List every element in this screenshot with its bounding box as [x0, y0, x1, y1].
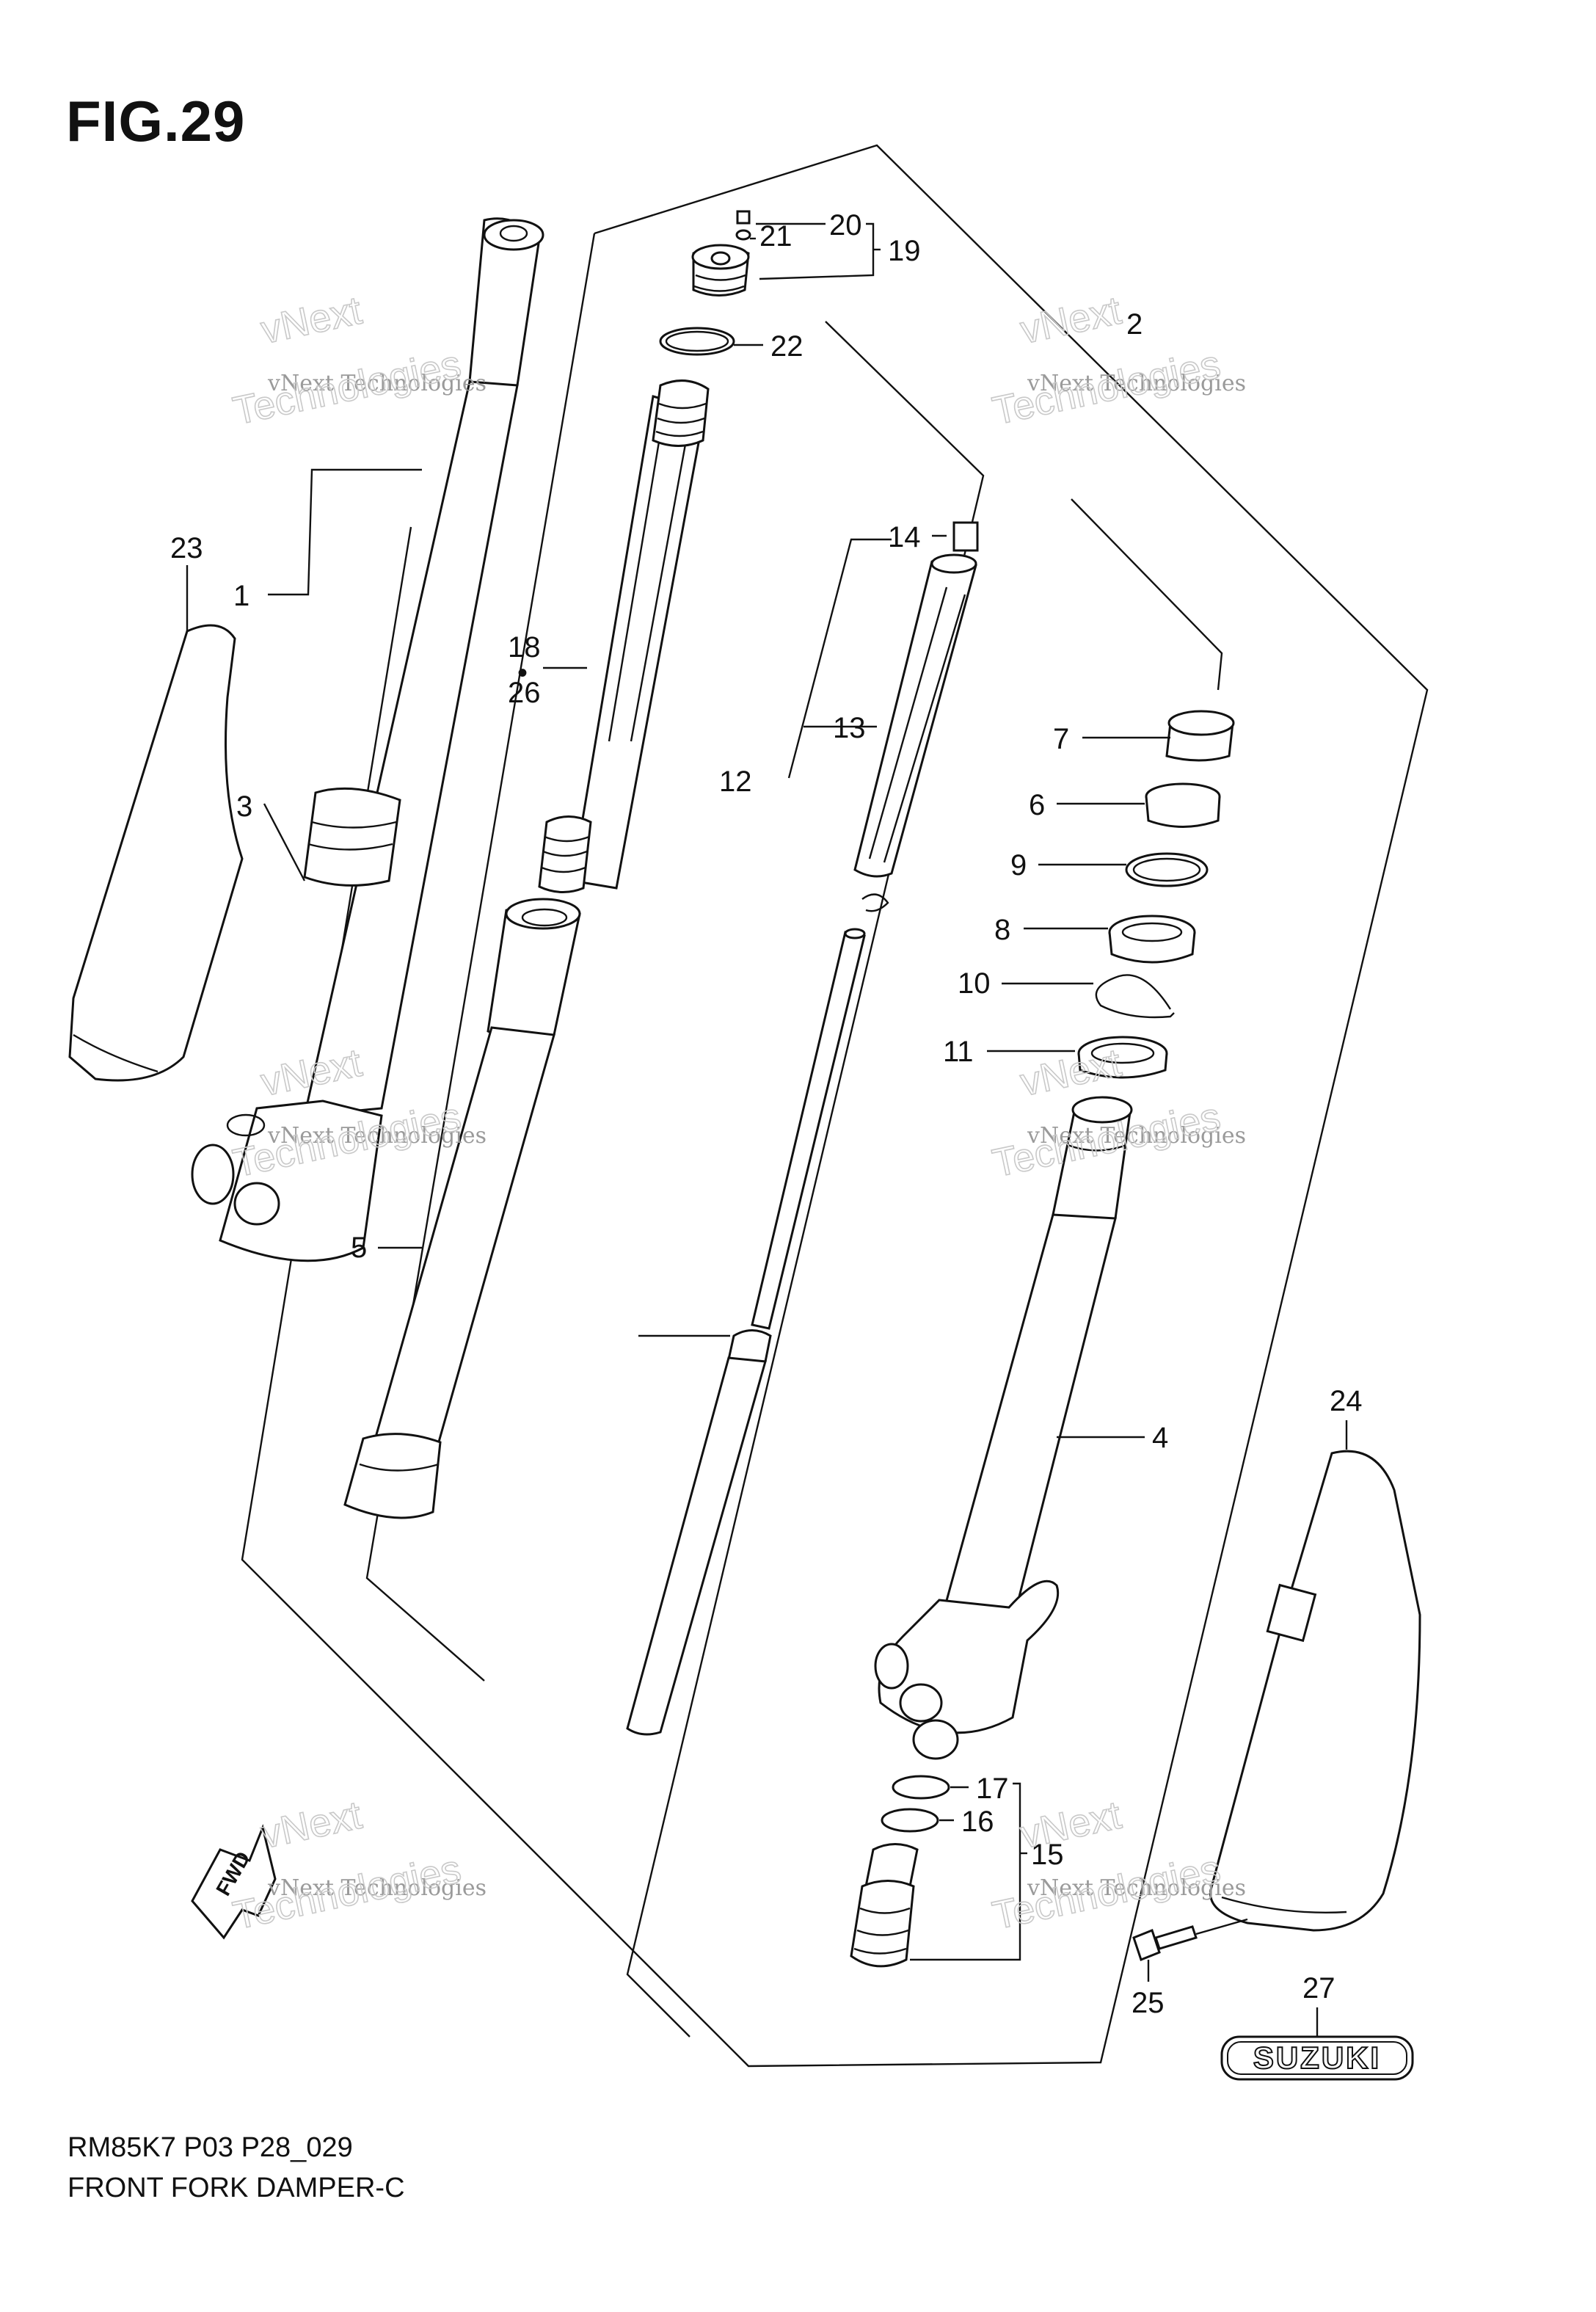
- watermark-2-brand: vNext: [1016, 288, 1125, 352]
- fork-guard-24: [1209, 1450, 1421, 1932]
- o-ring-22-inner: [665, 330, 729, 352]
- label-2: 2: [1126, 308, 1143, 341]
- label-11: 11: [943, 1036, 974, 1068]
- label-22: 22: [770, 330, 804, 363]
- label-18: 18: [508, 631, 541, 664]
- watermark-6-line2: Technologies: [988, 1847, 1224, 1938]
- label-23: 23: [170, 532, 203, 564]
- figure-caption: FRONT FORK DAMPER-C: [68, 2173, 405, 2203]
- fwd-arrow: FWD: [191, 1824, 277, 1940]
- base-valve-15: [850, 1843, 919, 1968]
- watermark-1-line2: Technologies: [229, 342, 464, 433]
- o-ring-17: [892, 1775, 950, 1800]
- label-10: 10: [958, 967, 991, 1000]
- watermark-2-line2: Technologies: [988, 342, 1224, 433]
- label-7: 7: [1053, 723, 1069, 755]
- watermark-5-line1: vNext Technologies: [267, 1875, 487, 1901]
- label-25: 25: [1132, 1987, 1165, 2019]
- screw-21: [735, 210, 751, 241]
- watermark-3-line1: vNext Technologies: [267, 1123, 487, 1149]
- label-8: 8: [994, 914, 1010, 946]
- assembly-outline-12: [626, 321, 985, 2037]
- label-20: 20: [829, 209, 862, 241]
- leader-1: [268, 468, 422, 596]
- washer-9-inner: [1132, 857, 1201, 882]
- watermark-4-line1: vNext Technologies: [1027, 1123, 1246, 1149]
- leader-12: [787, 538, 892, 779]
- label-1: 1: [233, 580, 249, 612]
- bolt-25: [1132, 1925, 1198, 1961]
- assembly-outline-inner-5: [365, 233, 596, 1682]
- label-5: 5: [351, 1232, 367, 1264]
- figure-title: FIG.29: [66, 89, 246, 153]
- snap-ring-10: [1095, 974, 1175, 1019]
- cartridge-13: [853, 521, 979, 912]
- oil-seal-8: [1108, 915, 1196, 964]
- fork-guard-23: [68, 624, 244, 1082]
- label-6: 6: [1029, 789, 1045, 821]
- label-12: 12: [719, 766, 752, 798]
- label-19: 19: [888, 235, 921, 267]
- cap-bolt-19: [691, 244, 750, 297]
- fork-guard-23-edge: [73, 1033, 158, 1073]
- label-27: 27: [1302, 1972, 1336, 2004]
- label-4: 4: [1152, 1422, 1168, 1454]
- suzuki-badge-text: SUZUKI: [1253, 2040, 1381, 2075]
- leader-15-bracket: [910, 1782, 1021, 1961]
- bushing-7: [1165, 710, 1235, 762]
- label-3: 3: [236, 790, 252, 823]
- label-26: 26: [508, 677, 541, 709]
- watermark-5-brand: vNext: [257, 1793, 365, 1857]
- watermark-1: vNext vNext Technologies Technologies: [229, 288, 487, 434]
- o-ring-16: [881, 1808, 939, 1833]
- watermark-2: vNext vNext Technologies Technologies: [988, 288, 1246, 434]
- assembly-outline-2: [241, 144, 1429, 2068]
- assembly-outline-4: [1071, 498, 1223, 691]
- watermark-1-brand: vNext: [257, 288, 365, 352]
- leader-25-to-guard: [1195, 1918, 1248, 1935]
- label-18-dot: •: [517, 657, 528, 689]
- o-ring-22: [659, 327, 735, 356]
- label-15: 15: [1031, 1839, 1064, 1871]
- watermark-6: vNext vNext Technologies Technologies: [988, 1792, 1246, 1938]
- label-14: 14: [888, 521, 921, 553]
- label-9: 9: [1010, 849, 1027, 881]
- watermark-6-line1: vNext Technologies: [1027, 1875, 1246, 1901]
- suzuki-badge-27-inner: [1227, 2041, 1407, 2075]
- label-21: 21: [759, 220, 792, 252]
- label-16: 16: [961, 1806, 994, 1838]
- watermark-2-line1: vNext Technologies: [1027, 371, 1246, 396]
- label-17: 17: [976, 1773, 1009, 1805]
- dust-seal-11: [1077, 1036, 1168, 1079]
- label-24: 24: [1330, 1385, 1363, 1417]
- figure-code: RM85K7 P03 P28_029: [68, 2132, 353, 2163]
- label-13: 13: [833, 712, 866, 744]
- watermark-6-brand: vNext: [1016, 1793, 1125, 1857]
- piston-rod: [626, 928, 866, 1736]
- inner-tube-5: [343, 898, 581, 1519]
- outer-tube-1: [191, 217, 544, 1262]
- fork-guard-24-edge: [1221, 1896, 1347, 1914]
- watermark-1-line1: vNext Technologies: [267, 371, 487, 396]
- inner-tube-4: [874, 1096, 1133, 1760]
- damper-rod-18: [538, 379, 710, 893]
- fork-guard-24-tab: [1266, 1583, 1317, 1643]
- leader-3: [263, 803, 306, 881]
- bushing-6: [1145, 782, 1221, 828]
